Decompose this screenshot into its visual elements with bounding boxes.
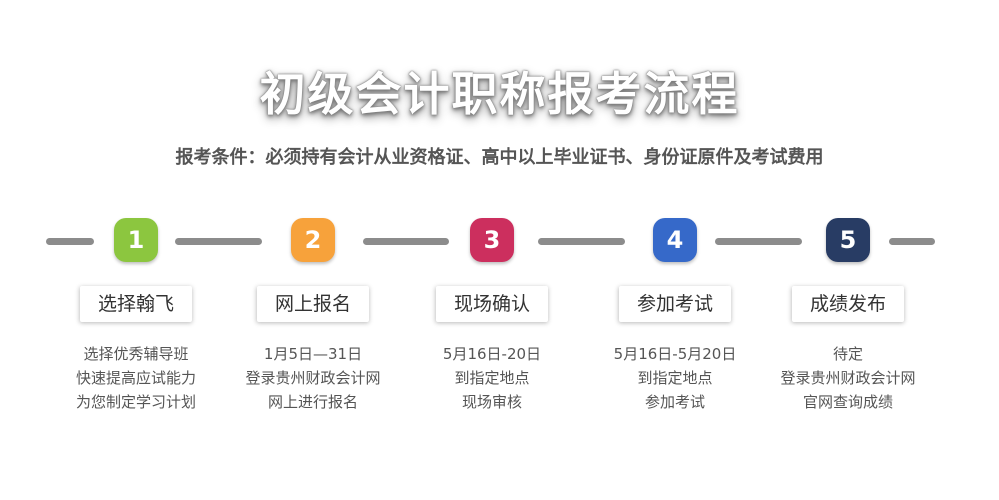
step-description: 5月16日-5月20日 到指定地点 参加考试 (575, 342, 775, 414)
description-line: 5月16日-20日 (442, 345, 542, 363)
description-line: 到指定地点 (454, 369, 530, 387)
description-line: 到指定地点 (637, 369, 713, 387)
registration-conditions: 报考条件：必须持有会计从业资格证、高中以上毕业证书、身份证原件及考试费用 (175, 147, 824, 168)
description-line: 选择优秀辅导班 (83, 345, 189, 363)
step-number-badge: 2 (291, 218, 335, 262)
step-number-badge: 1 (114, 218, 158, 262)
step-2: 2 网上报名 1月5日—31日 登录贵州财政会计网 网上进行报名 (213, 218, 413, 438)
connector-line (889, 238, 935, 245)
description-line: 官网查询成绩 (802, 393, 893, 411)
description-line: 登录贵州财政会计网 (245, 369, 381, 387)
connector-line (363, 238, 449, 245)
step-number-badge: 4 (653, 218, 697, 262)
step-label: 成绩发布 (791, 286, 905, 322)
connector-line (175, 238, 262, 245)
step-label: 选择翰飞 (79, 286, 193, 322)
step-4: 4 参加考试 5月16日-5月20日 到指定地点 参加考试 (575, 218, 775, 438)
step-label: 网上报名 (256, 286, 370, 322)
description-line: 为您制定学习计划 (75, 393, 196, 411)
step-description: 5月16日-20日 到指定地点 现场审核 (392, 342, 592, 414)
description-line: 1月5日—31日 (263, 345, 363, 363)
step-number-badge: 3 (470, 218, 514, 262)
page-title: 初级会计职称报考流程 (259, 67, 740, 121)
step-description: 待定 登录贵州财政会计网 官网查询成绩 (748, 342, 948, 414)
description-line: 5月16日-5月20日 (613, 345, 737, 363)
connector-line (538, 238, 625, 245)
step-1: 1 选择翰飞 选择优秀辅导班 快速提高应试能力 为您制定学习计划 (36, 218, 236, 438)
step-number-badge: 5 (826, 218, 870, 262)
step-description: 选择优秀辅导班 快速提高应试能力 为您制定学习计划 (36, 342, 236, 414)
step-5: 5 成绩发布 待定 登录贵州财政会计网 官网查询成绩 (748, 218, 948, 438)
step-description: 1月5日—31日 登录贵州财政会计网 网上进行报名 (213, 342, 413, 414)
description-line: 网上进行报名 (267, 393, 358, 411)
description-line: 参加考试 (644, 393, 705, 411)
connector-line (715, 238, 802, 245)
description-line: 快速提高应试能力 (75, 369, 196, 387)
description-line: 待定 (832, 345, 863, 363)
step-label: 参加考试 (618, 286, 732, 322)
connector-line (46, 238, 94, 245)
description-line: 现场审核 (461, 393, 522, 411)
step-label: 现场确认 (435, 286, 549, 322)
step-3: 3 现场确认 5月16日-20日 到指定地点 现场审核 (392, 218, 592, 438)
description-line: 登录贵州财政会计网 (780, 369, 916, 387)
